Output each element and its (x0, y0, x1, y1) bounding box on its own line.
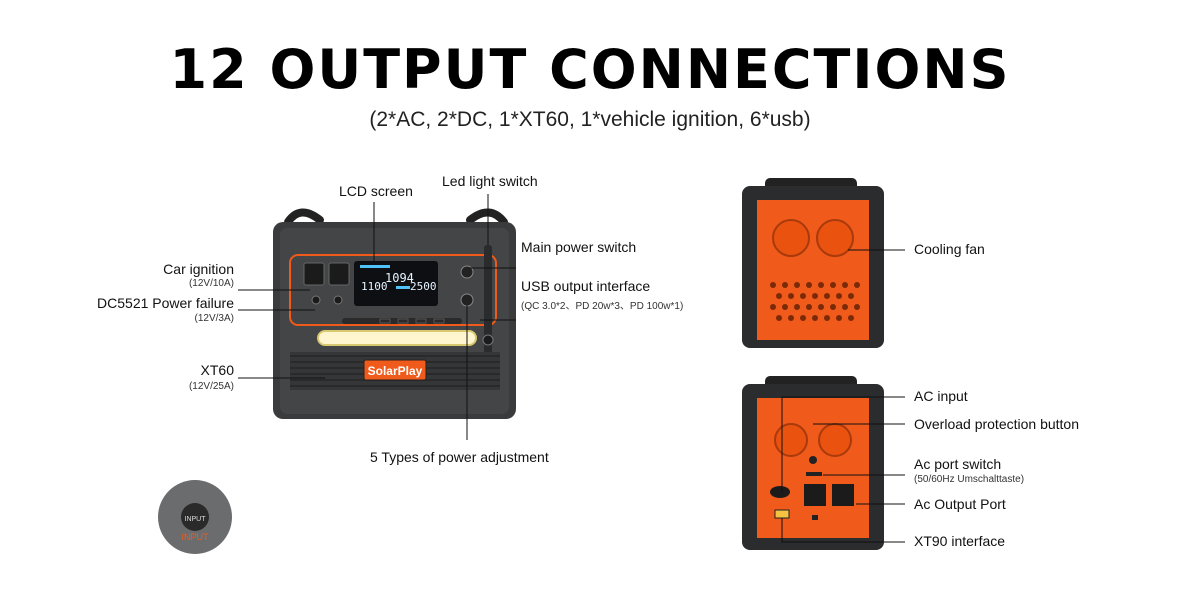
label-cooling-fan: Cooling fan (914, 241, 985, 257)
label-overload-button: Overload protection button (914, 416, 1079, 432)
lcd-left-value: 1100 (361, 280, 388, 293)
label-usb-output: USB output interface (521, 278, 651, 294)
cooling-side-view (742, 178, 884, 348)
label-led-light-switch: Led light switch (442, 173, 538, 189)
label-ac-output-port: Ac Output Port (914, 496, 1006, 512)
input-badge-center: INPUT (185, 516, 207, 523)
label-ac-port-switch: Ac port switch (914, 456, 1002, 472)
front-unit: 1100 1094 2500 SolarPlay (273, 208, 516, 419)
label-lcd-screen: LCD screen (339, 183, 413, 199)
label-car-ignition-sub: (12V/10A) (188, 278, 234, 289)
lcd-screen (354, 261, 438, 306)
lcd-mid-value: 1094 (385, 271, 414, 285)
label-dc5521-sub: (12V/3A) (194, 313, 234, 324)
label-xt60: XT60 (200, 362, 234, 378)
label-car-ignition: Car ignition (163, 261, 234, 277)
brand-logo: SolarPlay (368, 364, 423, 378)
label-dc5521: DC5521 Power failure (97, 295, 234, 311)
label-xt90-interface: XT90 interface (914, 533, 1006, 549)
label-ac-input: AC input (914, 388, 968, 404)
label-ac-port-switch-sub: (50/60Hz Umschalttaste) (914, 474, 1025, 485)
label-usb-output-sub: (QC 3.0*2、PD 20w*3、PD 100w*1) (521, 301, 684, 312)
input-badge-label: INPUT (182, 532, 210, 542)
label-power-adjustment: 5 Types of power adjustment (370, 449, 549, 465)
input-badge: INPUT INPUT (158, 480, 232, 554)
label-xt60-sub: (12V/25A) (188, 381, 234, 392)
label-main-power-switch: Main power switch (521, 239, 637, 255)
lcd-right-value: 2500 (410, 280, 437, 293)
page-title: 12 OUTPUT CONNECTIONS (169, 38, 1011, 101)
page-subtitle: (2*AC, 2*DC, 1*XT60, 1*vehicle ignition,… (369, 108, 811, 131)
ports-side-view (742, 376, 884, 550)
